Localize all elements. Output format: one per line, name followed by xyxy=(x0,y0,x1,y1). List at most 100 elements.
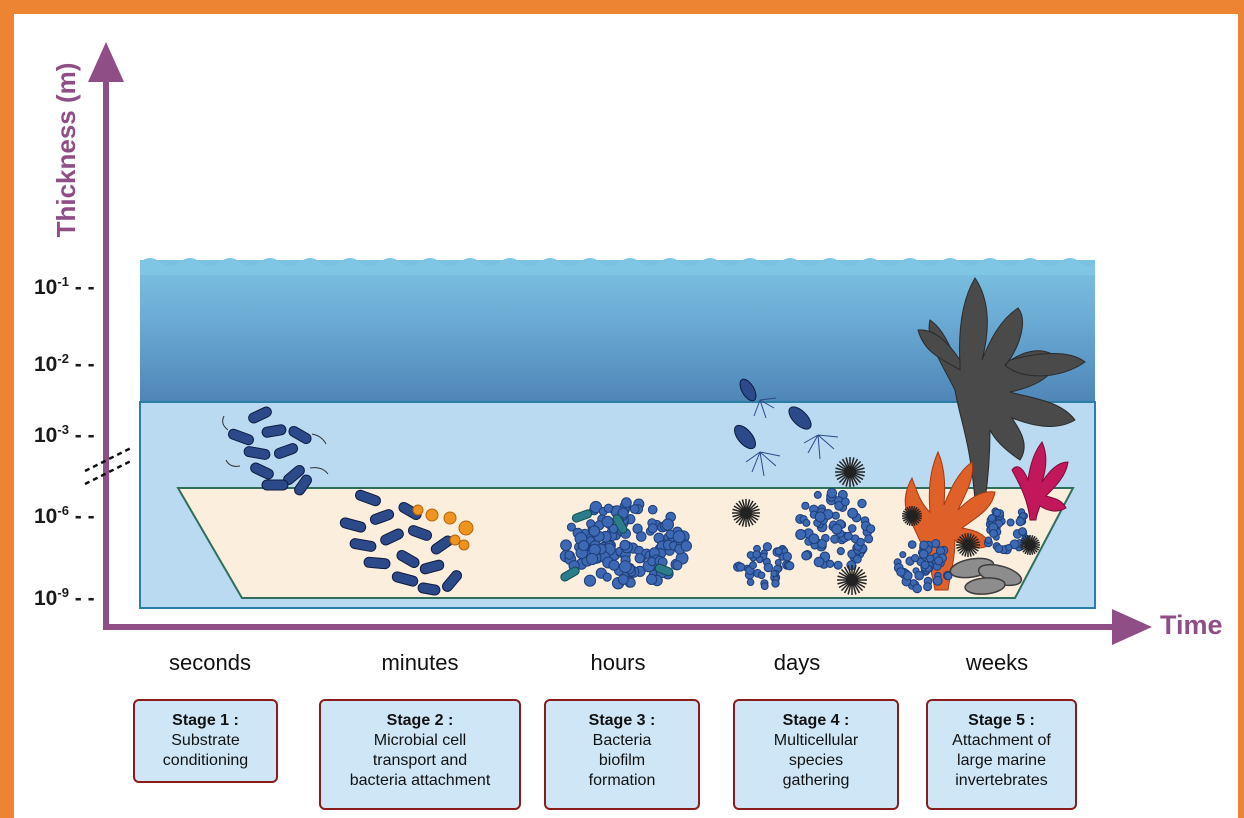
cell xyxy=(662,519,673,530)
cell xyxy=(867,525,875,533)
cell xyxy=(796,530,806,540)
cell xyxy=(775,560,781,566)
cell xyxy=(985,537,991,543)
stage-1-box: Stage 1 : Substrate conditioning xyxy=(133,699,278,783)
cell xyxy=(763,543,771,551)
cell xyxy=(648,524,657,533)
cell xyxy=(854,555,862,563)
sea-urchin xyxy=(732,499,760,527)
cell xyxy=(602,516,613,527)
sea-urchin xyxy=(835,457,865,487)
cell xyxy=(908,541,916,549)
cell xyxy=(609,560,619,570)
cell xyxy=(620,540,630,550)
cell xyxy=(809,534,819,544)
stage-2-description: Microbial cell transport and bacteria at… xyxy=(321,731,519,791)
cell xyxy=(561,540,572,551)
cell xyxy=(635,554,644,563)
sea-urchin xyxy=(1020,535,1040,555)
cell xyxy=(802,502,809,509)
cell xyxy=(827,488,836,497)
cell xyxy=(637,532,647,542)
stage-5-title: Stage 5 : xyxy=(928,711,1075,731)
cell xyxy=(815,512,825,522)
sea-urchin xyxy=(902,506,922,526)
stage-4-title: Stage 4 : xyxy=(735,711,897,731)
x-axis-title: Time xyxy=(1160,610,1223,641)
cell xyxy=(803,519,810,526)
time-label-seconds: seconds xyxy=(169,650,251,676)
sea-urchin xyxy=(837,565,867,595)
cell xyxy=(565,551,573,559)
cell xyxy=(865,535,873,543)
cell xyxy=(589,526,600,537)
stage-5-description: Attachment of large marine invertebrates xyxy=(928,731,1075,791)
cell xyxy=(995,545,1003,553)
stage-3-description: Bacteria biofilm formation xyxy=(546,731,698,791)
cell xyxy=(750,562,757,569)
cell xyxy=(622,498,632,508)
cell xyxy=(921,561,929,569)
cell xyxy=(858,499,866,507)
cell xyxy=(834,561,842,569)
cell xyxy=(848,525,856,533)
y-tick-2: 10-2 - - xyxy=(34,353,124,377)
cell xyxy=(990,530,998,538)
time-label-hours: hours xyxy=(590,650,645,676)
stage-2-title: Stage 2 : xyxy=(321,711,519,731)
cell xyxy=(587,553,598,564)
cell xyxy=(579,541,589,551)
stage-4-description: Multicellular species gathering xyxy=(735,731,897,791)
cell xyxy=(673,531,685,543)
cell xyxy=(900,552,906,558)
cell xyxy=(761,583,768,590)
stage-1-title: Stage 1 : xyxy=(135,711,276,731)
cell xyxy=(814,491,821,498)
cell xyxy=(848,508,858,518)
stage-3-title: Stage 3 : xyxy=(546,711,698,731)
cell xyxy=(567,523,575,531)
cell xyxy=(1006,545,1012,551)
stage-1-description: Substrate conditioning xyxy=(135,731,276,771)
cell xyxy=(603,573,611,581)
cell xyxy=(920,541,928,549)
cell xyxy=(842,498,850,506)
cell xyxy=(818,540,827,549)
cell xyxy=(897,568,905,576)
cell xyxy=(620,561,632,573)
cell xyxy=(786,562,794,570)
cell xyxy=(933,576,942,585)
cell xyxy=(758,572,765,579)
cell xyxy=(988,515,995,522)
cell xyxy=(681,541,691,551)
y-tick-3: 10-3 - - xyxy=(34,424,124,448)
time-label-weeks: weeks xyxy=(966,650,1028,676)
y-tick-1: 10-1 - - xyxy=(34,276,124,300)
cell xyxy=(935,557,943,565)
stage-3-box: Stage 3 : Bacteria biofilm formation xyxy=(544,699,700,810)
sea-urchin xyxy=(956,533,980,557)
cell xyxy=(837,548,844,555)
cell xyxy=(783,552,791,560)
cell xyxy=(764,563,773,572)
cell xyxy=(737,563,745,571)
cell xyxy=(753,551,760,558)
cell xyxy=(673,561,682,570)
cell xyxy=(618,575,628,585)
y-axis-title: Thickness (m) xyxy=(46,60,86,240)
cell xyxy=(647,574,657,584)
cell xyxy=(648,505,657,514)
cell xyxy=(802,551,811,560)
time-label-days: days xyxy=(774,650,820,676)
cell xyxy=(832,524,842,534)
cell xyxy=(771,570,777,576)
cell xyxy=(814,557,824,567)
cell xyxy=(630,505,639,514)
cell xyxy=(775,548,782,555)
cell xyxy=(832,512,839,519)
cell xyxy=(932,540,940,548)
cell xyxy=(772,580,779,587)
y-axis xyxy=(88,42,124,630)
cell xyxy=(747,579,754,586)
